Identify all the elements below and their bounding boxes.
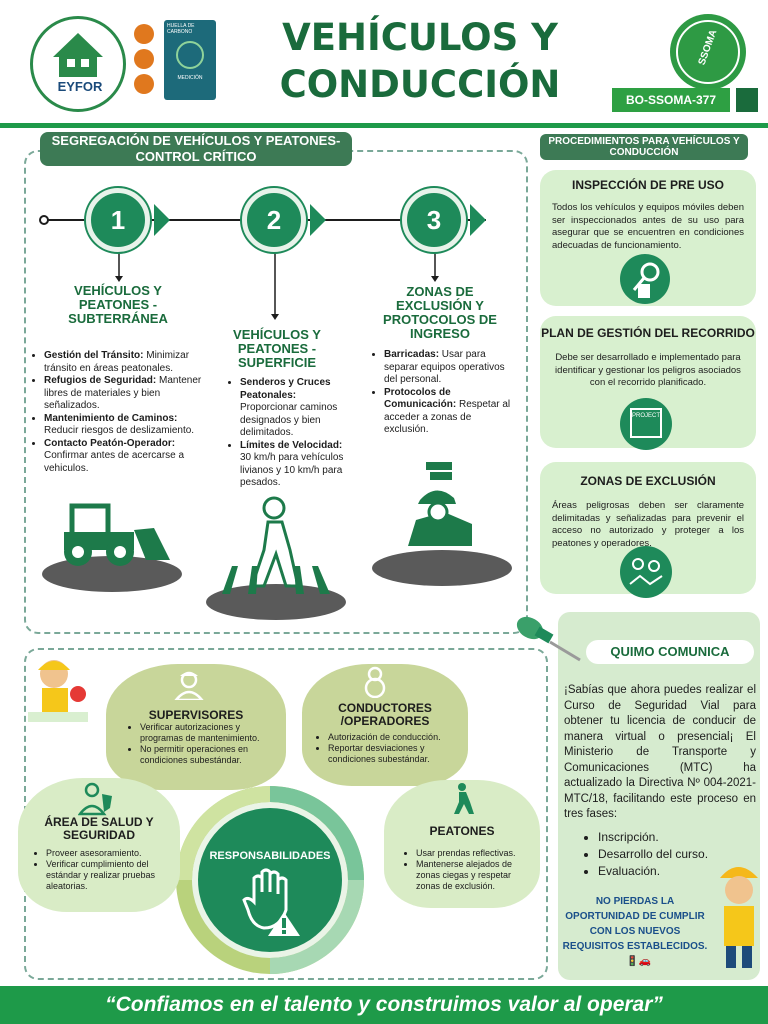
list-item: Desarrollo del curso. [598,846,734,863]
list-item: Proveer asesoramiento. [46,848,174,859]
card-exclusion-zones: ZONAS DE EXCLUSIÓN Áreas peligrosas debe… [540,462,756,598]
procedures-title: PROCEDIMIENTOS PARA VEHÍCULOS Y CONDUCCI… [540,134,748,160]
role-title: CONDUCTORES /OPERADORES [338,701,432,728]
footer-slogan: “Confiamos en el talento y construimos v… [0,986,768,1024]
list-item: Límites de Velocidad: 30 km/h para vehíc… [240,440,356,490]
page-title: VEHÍCULOS Y CONDUCCIÓN [230,14,610,108]
list-item: Inscripción. [598,829,734,846]
list-item: Verificar cumplimiento del estándar y re… [46,859,174,892]
step-3-heading: ZONAS DE EXCLUSIÓN Y PROTOCOLOS DE INGRE… [383,284,497,341]
pedestal-3 [372,550,512,586]
step-3-circle: 3 [402,188,466,252]
quimo-phases: Inscripción. Desarrollo del curso. Evalu… [584,829,734,880]
inspection-icon [620,254,670,304]
role-title: PEATONES [429,824,495,838]
driver-icon [364,666,386,698]
responsibilities-center-label: RESPONSABILIDADES [209,850,331,862]
role-list: Usar prendas reflectivas. Mantenerse ale… [404,848,532,892]
traffic-car-icon: 🚦🚗 [626,956,651,967]
pedestrian-icon [454,783,474,814]
badge-line: MEDICIÓN [177,75,203,81]
role-title: ÁREA DE SALUD Y SEGURIDAD [44,815,154,842]
list-item: Contacto Peatón-Operador: Confirmar ante… [44,438,210,476]
role-drivers-operators: CONDUCTORES /OPERADORES Autorización de … [302,664,468,786]
worker-mascot-icon [720,867,758,968]
list-item: Reportar desviaciones y condiciones sube… [328,743,464,765]
step-2-list: Senderos y Cruces Peatonales: Proporcion… [228,377,356,490]
quimo-title: QUIMO COMUNICA [586,640,754,664]
list-item: Gestión del Tránsito: Minimizar tránsito… [44,350,210,375]
health-safety-icon [78,782,112,816]
list-item: No permitir operaciones en condiciones s… [140,744,278,766]
step-number: 3 [426,205,442,235]
role-list: Proveer asesoramiento. Verificar cumplim… [34,848,174,892]
card-route-plan: PLAN DE GESTIÓN DEL RECORRIDO Debe ser d… [540,316,756,450]
header-divider [0,123,768,128]
step-1-heading: VEHÍCULOS Y PEATONES - SUBTERRÁNEA [68,283,168,326]
role-pedestrians: PEATONES Usar prendas reflectivas. Mante… [384,780,540,908]
step-1-circle: 1 [86,188,150,252]
segregation-title: SEGREGACIÓN DE VEHÍCULOS Y PEATONES- CON… [40,132,352,166]
document-code: BO-SSOMA-377 [612,88,730,112]
company-logo: EYFOR [30,16,126,112]
list-item: Mantenerse alejados de zonas ciegas y re… [416,859,532,892]
list-item: Evaluación. [598,863,734,880]
project-icon-label: PROJECT [630,408,662,438]
step-1-list: Gestión del Tránsito: Minimizar tránsito… [32,350,210,475]
role-supervisors: SUPERVISORES Verificar autorizaciones y … [106,664,286,790]
certification-seals [134,24,156,100]
stop-hand-warning-icon [242,868,300,936]
title-line: VEHÍCULOS Y [282,16,558,59]
list-item: Protocolos de Comunicación: Respetar al … [384,387,512,437]
role-list: Verificar autorizaciones y programas de … [128,722,278,766]
seal-icon [134,24,154,44]
seal-icon [134,49,154,69]
carbon-footprint-badge: HUELLA DE CARBONO MEDICIÓN [164,20,216,100]
header: EYFOR HUELLA DE CARBONO MEDICIÓN VEHÍCUL… [0,0,768,128]
list-item: Senderos y Cruces Peatonales: Proporcion… [240,377,356,440]
card-text: Todos los vehículos y equipos móviles de… [552,202,744,251]
list-item: Verificar autorizaciones y programas de … [140,722,278,744]
step-number: 2 [266,205,282,235]
list-item: Refugios de Seguridad: Mantener libres d… [44,375,210,413]
badge-line: HUELLA DE [167,23,195,29]
falling-object-icon [408,462,472,546]
step-3-list: Barricadas: Usar para separar equipos op… [372,349,512,437]
card-title: PLAN DE GESTIÓN DEL RECORRIDO [541,326,755,340]
project-icon: PROJECT [620,398,672,450]
card-title: ZONAS DE EXCLUSIÓN [580,474,716,488]
role-health-safety: ÁREA DE SALUD Y SEGURIDAD Proveer asesor… [18,778,180,912]
role-list: Autorización de conducción. Reportar des… [316,732,464,765]
card-inspection: INSPECCIÓN DE PRE USO Todos los vehículo… [540,170,756,306]
ssoma-logo: SSOMA [670,14,746,90]
step-number: 1 [110,205,126,235]
card-text: Debe ser desarrollado e implementado par… [555,352,741,388]
logo-text: EYFOR [57,79,103,94]
role-title: SUPERVISORES [148,708,244,722]
quimo-callout: NO PIERDAS LA OPORTUNIDAD DE CUMPLIR CON… [562,896,708,952]
quimo-text: ¡Sabías que ahora puedes realizar el Cur… [564,684,756,820]
step-2-heading: VEHÍCULOS Y PEATONES - SUPERFICIE [233,327,321,370]
fingerprint-icon [176,41,204,69]
code-tab [736,88,758,112]
list-item: Mantenimiento de Caminos: Reducir riesgo… [44,413,210,438]
supervisor-icon [174,671,204,700]
title-line: CONDUCCIÓN [279,63,561,106]
list-item: Barricadas: Usar para separar equipos op… [384,349,512,387]
list-item: Autorización de conducción. [328,732,464,743]
loader-icon [64,503,170,566]
card-title: INSPECCIÓN DE PRE USO [571,178,725,192]
step-2-circle: 2 [242,188,306,252]
pushpin-icon [516,616,581,662]
badge-line: CARBONO [167,29,193,35]
card-text: Áreas peligrosas deben ser claramente de… [552,500,744,549]
list-item: Usar prendas reflectivas. [416,848,532,859]
seal-icon [134,74,154,94]
worker-alarm-icon [28,660,88,722]
route-map-icon [620,546,672,598]
pedestrian-crossing-icon [222,496,330,594]
